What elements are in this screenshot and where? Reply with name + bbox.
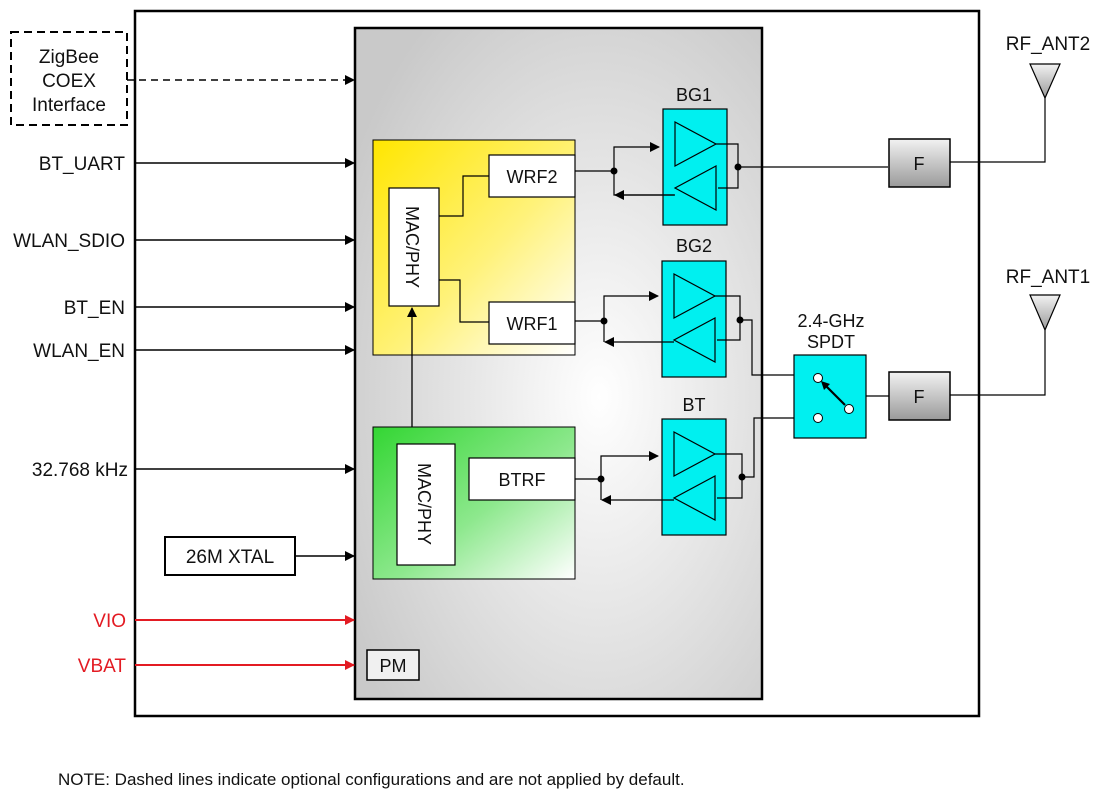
wrf1-bg2-links xyxy=(575,291,794,376)
btrf-box xyxy=(468,457,576,501)
vbat-label: VBAT xyxy=(78,656,127,677)
wrf2-junction xyxy=(610,167,618,175)
bg1-label: BG1 xyxy=(676,85,712,105)
antenna-2-icon xyxy=(1029,63,1061,100)
bg2-amp xyxy=(661,260,727,378)
rf-ant1-label: RF_ANT1 xyxy=(1006,267,1090,288)
vio-label: VIO xyxy=(93,611,126,632)
xtal-label: 26M XTAL xyxy=(186,547,274,568)
wlan-sdio-label: WLAN_SDIO xyxy=(13,231,125,252)
pm-block xyxy=(366,649,420,681)
bg2-junction xyxy=(736,316,744,324)
bg1-amp xyxy=(662,108,728,226)
bt-amp-label: BT xyxy=(682,395,705,415)
wlan-macphy-label: MAC/PHY xyxy=(402,206,422,288)
filter-bottom-label: F xyxy=(914,387,925,407)
pm-label: PM xyxy=(380,656,407,676)
btrf-label: BTRF xyxy=(499,470,546,490)
zigbee-coex-box xyxy=(10,31,128,126)
filter-top-label: F xyxy=(914,154,925,174)
wlan-macphy-box xyxy=(388,187,440,307)
bt-uart-label: BT_UART xyxy=(39,154,126,175)
ant2-feed xyxy=(950,98,1046,163)
spdt-switch xyxy=(793,354,867,439)
btrf-junction xyxy=(597,475,605,483)
wrf1-box xyxy=(488,301,576,345)
filter-bottom xyxy=(888,371,951,421)
zigbee-label-1: ZigBee xyxy=(39,47,99,68)
filter-top xyxy=(888,138,951,188)
bt-en-label: BT_EN xyxy=(64,298,125,319)
zigbee-label-3: Interface xyxy=(32,95,106,116)
wrf2-label: WRF2 xyxy=(507,167,558,187)
bt-amp xyxy=(661,418,727,536)
bg2-label: BG2 xyxy=(676,236,712,256)
antenna-1-icon xyxy=(1029,294,1061,332)
diagram-note: NOTE: Dashed lines indicate optional con… xyxy=(58,770,685,789)
rf-ant2-label: RF_ANT2 xyxy=(1006,34,1090,55)
wrf1-label: WRF1 xyxy=(507,314,558,334)
macphy-wrf1-link xyxy=(439,279,489,323)
wlan-en-label: WLAN_EN xyxy=(33,341,125,362)
module-outline xyxy=(133,9,981,718)
spdt-label-1: 2.4-GHz xyxy=(797,311,864,331)
bg1-junction xyxy=(734,163,742,171)
xtal-box xyxy=(164,536,296,576)
wrf1-junction xyxy=(600,317,608,325)
bt-junction xyxy=(738,473,746,481)
zigbee-label-2: COEX xyxy=(42,71,96,92)
macphy-wrf2-link xyxy=(439,175,489,217)
bt-macphy-label: MAC/PHY xyxy=(414,463,434,545)
wrf2-box xyxy=(488,154,576,198)
spdt-label-2: SPDT xyxy=(807,332,855,352)
clock-label: 32.768 kHz xyxy=(32,460,128,481)
ant1-feed xyxy=(950,330,1046,396)
bt-macphy-box xyxy=(396,443,456,566)
